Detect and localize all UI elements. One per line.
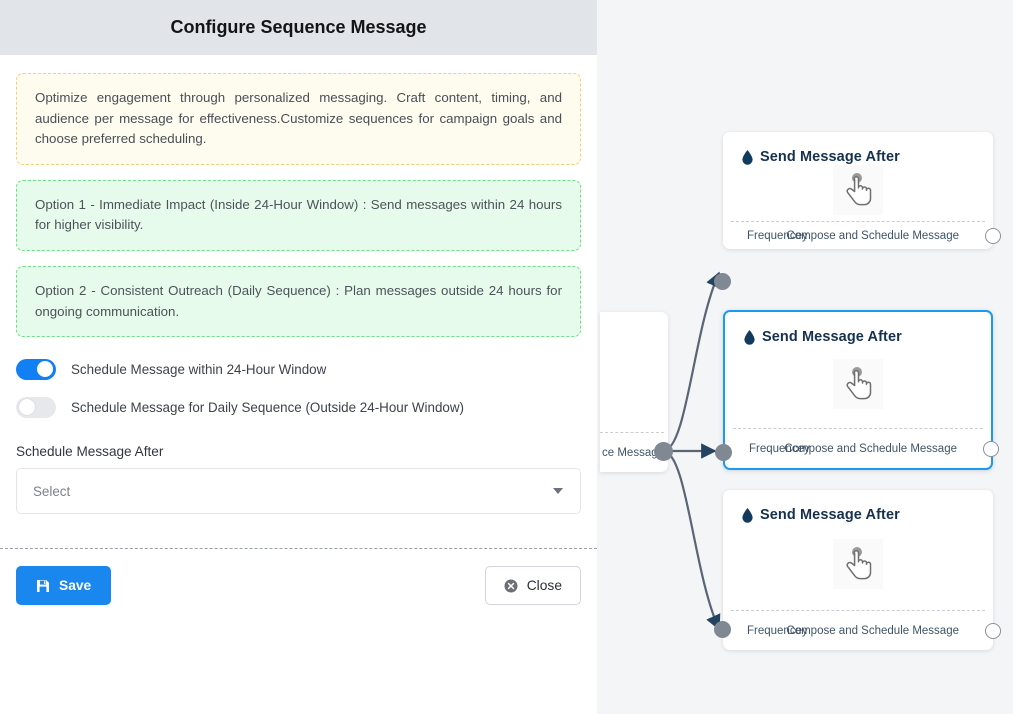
toggle-label-daily-sequence: Schedule Message for Daily Sequence (Out… (71, 399, 464, 415)
panel-header: Configure Sequence Message (0, 0, 597, 55)
chevron-down-icon (553, 488, 563, 495)
partial-node-footer-label: ce Message (602, 446, 665, 459)
panel-body: Optimize engagement through personalized… (0, 55, 597, 515)
schedule-message-after-select[interactable]: Select (16, 468, 581, 515)
flow-node-send-message-after-2[interactable]: Send Message After Frequencey Compose an… (715, 310, 999, 470)
node-footer-2: Frequencey Compose and Schedule Message (725, 429, 999, 468)
schedule-message-after-label: Schedule Message After (16, 444, 164, 460)
node-title-1: Send Message After (760, 149, 900, 165)
info-note: Optimize engagement through personalized… (16, 73, 581, 165)
save-button-label: Save (59, 578, 92, 593)
hand-pointer-icon (833, 358, 883, 409)
node-body-2 (725, 345, 991, 428)
panel-footer: Save Close (0, 566, 597, 605)
schedule-message-after-value: Select (33, 483, 71, 499)
node-title-row-3: Send Message After (723, 490, 993, 523)
toggle-row-daily-sequence[interactable]: Schedule Message for Daily Sequence (Out… (16, 390, 581, 424)
node-frequency-label-2: Frequencey (749, 442, 810, 455)
node-input-port-3[interactable] (714, 621, 731, 638)
close-button-label: Close (526, 578, 562, 593)
node-body-1 (723, 165, 993, 221)
close-circle-icon (504, 579, 518, 592)
node-frequency-label-1: Frequencey (747, 229, 808, 242)
node-title-2: Send Message After (762, 329, 902, 345)
option-2-note: Option 2 - Consistent Outreach (Daily Se… (16, 266, 581, 338)
node-input-port-1[interactable] (714, 273, 731, 290)
node-output-port-1[interactable] (985, 227, 1001, 244)
floppy-disk-icon (37, 579, 49, 592)
toggle-knob (19, 399, 35, 416)
node-compose-label-3: Compose and Schedule Message (786, 624, 959, 637)
node-output-port-3[interactable] (985, 622, 1001, 639)
node-compose-label-2: Compose and Schedule Message (784, 442, 957, 455)
node-body-3 (723, 523, 993, 610)
droplet-icon (744, 329, 755, 345)
partial-node-body (600, 312, 668, 432)
partial-node-divider (600, 432, 664, 433)
node-divider-1 (731, 221, 985, 222)
node-compose-label-1: Compose and Schedule Message (786, 229, 959, 242)
toggle-schedule-daily-sequence[interactable] (16, 396, 56, 418)
droplet-icon (742, 149, 753, 165)
option-1-note: Option 1 - Immediate Impact (Inside 24-H… (16, 179, 581, 252)
toggle-label-within-24h: Schedule Message within 24-Hour Window (71, 361, 327, 377)
node-title-row-2: Send Message After (725, 312, 991, 345)
node-footer-3: Frequencey Compose and Schedule Message (723, 611, 1001, 650)
save-button[interactable]: Save (16, 566, 112, 605)
node-divider-2 (733, 428, 983, 429)
flow-node-send-message-after-1[interactable]: Send Message After Frequencey Compose an… (714, 132, 1001, 290)
partial-node-output-port[interactable] (654, 442, 673, 461)
node-input-port-2[interactable] (715, 444, 732, 461)
droplet-icon (742, 507, 753, 523)
node-frequency-label-3: Frequencey (747, 624, 808, 637)
close-button[interactable]: Close (484, 566, 581, 605)
node-output-port-2[interactable] (983, 440, 999, 457)
toggle-knob (37, 361, 53, 378)
flow-node-send-message-after-3[interactable]: Send Message After Frequencey Compose an… (714, 490, 1001, 650)
toggle-schedule-within-24h[interactable] (16, 358, 56, 380)
node-title-3: Send Message After (760, 507, 900, 523)
page-title: Configure Sequence Message (170, 17, 427, 37)
node-title-row-1: Send Message After (723, 132, 993, 165)
hand-pointer-icon (833, 165, 883, 215)
hand-pointer-icon (833, 538, 883, 589)
node-divider-3 (731, 610, 985, 611)
node-footer-1: Frequencey Compose and Schedule Message (723, 222, 1001, 249)
configure-sequence-message-panel: Configure Sequence Message Optimize enga… (0, 0, 597, 605)
toggle-row-within-24h[interactable]: Schedule Message within 24-Hour Window (16, 352, 581, 386)
flow-canvas[interactable]: ce Message Send Message After Frequencey… (597, 0, 1013, 714)
panel-footer-divider (0, 548, 597, 549)
